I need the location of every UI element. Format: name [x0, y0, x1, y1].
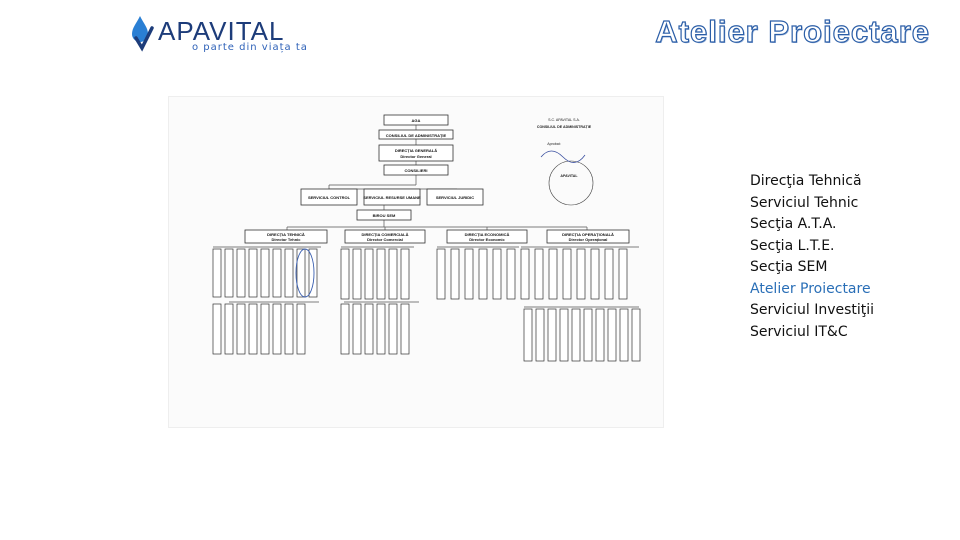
list-item: Serviciul Tehnic [750, 194, 859, 211]
chart-box-sem: BIROU SEM [373, 213, 396, 218]
chart-direction-comerciala: DIRECȚIA COMERCIALĂ [362, 232, 409, 237]
apavital-logo: APAVITAL o parte din viața ta [130, 12, 310, 54]
chart-box-general-sub: Director General [400, 154, 431, 159]
page-title: Atelier Proiectare [655, 13, 930, 49]
chart-box-hr: SERVICIUL RESURSE UMANE [363, 195, 421, 200]
list-item: Serviciul IT&C [750, 323, 848, 340]
stamp-board: CONSILIUL DE ADMINISTRAȚIE [537, 125, 592, 129]
list-item: Secţia L.T.E. [750, 237, 835, 254]
department-list: Direcţia Tehnică Serviciul Tehnic Secţia… [750, 171, 874, 343]
stamp-brand: APAVITAL [560, 174, 578, 178]
list-item: Serviciul Investiţii [750, 302, 875, 318]
chart-direction-operationala: DIRECȚIA OPERAȚIONALĂ [562, 232, 614, 237]
list-item: Direcţia Tehnică [750, 173, 862, 189]
chart-direction-tehnica-sub: Director Tehnic [271, 237, 301, 242]
chart-box-general: DIRECȚIA GENERALĂ [395, 148, 437, 153]
list-item: Secţia SEM [750, 259, 828, 275]
logo-wordmark: APAVITAL [158, 16, 285, 46]
stamp-approved: Aprobat: [547, 142, 561, 146]
chart-box-advisory: CONSILIERI [405, 168, 428, 173]
chart-direction-economica-sub: Director Economic [469, 237, 505, 242]
chart-box-legal: SERVICIUL JURIDIC [436, 195, 474, 200]
chart-direction-economica: DIRECȚIA ECONOMICĂ [465, 232, 510, 237]
chart-box-board: CONSILIUL DE ADMINISTRAȚIE [386, 133, 447, 138]
org-chart-image: AGA CONSILIUL DE ADMINISTRAȚIE DIRECȚIA … [168, 96, 664, 428]
stamp-company: S.C. APAVITAL S.A. [548, 118, 580, 122]
chart-direction-comerciala-sub: Director Comercial [367, 237, 403, 242]
water-drop-icon [132, 16, 154, 52]
list-item: Secţia A.T.A. [750, 216, 837, 232]
chart-box-control: SERVICIUL CONTROL [308, 195, 351, 200]
chart-direction-tehnica: DIRECȚIA TEHNICĂ [267, 232, 305, 237]
chart-box-aga: AGA [412, 118, 421, 123]
list-item-highlighted: Atelier Proiectare [750, 280, 871, 297]
logo-tagline: o parte din viața ta [192, 42, 308, 53]
chart-direction-operationala-sub: Director Operațional [569, 237, 608, 242]
